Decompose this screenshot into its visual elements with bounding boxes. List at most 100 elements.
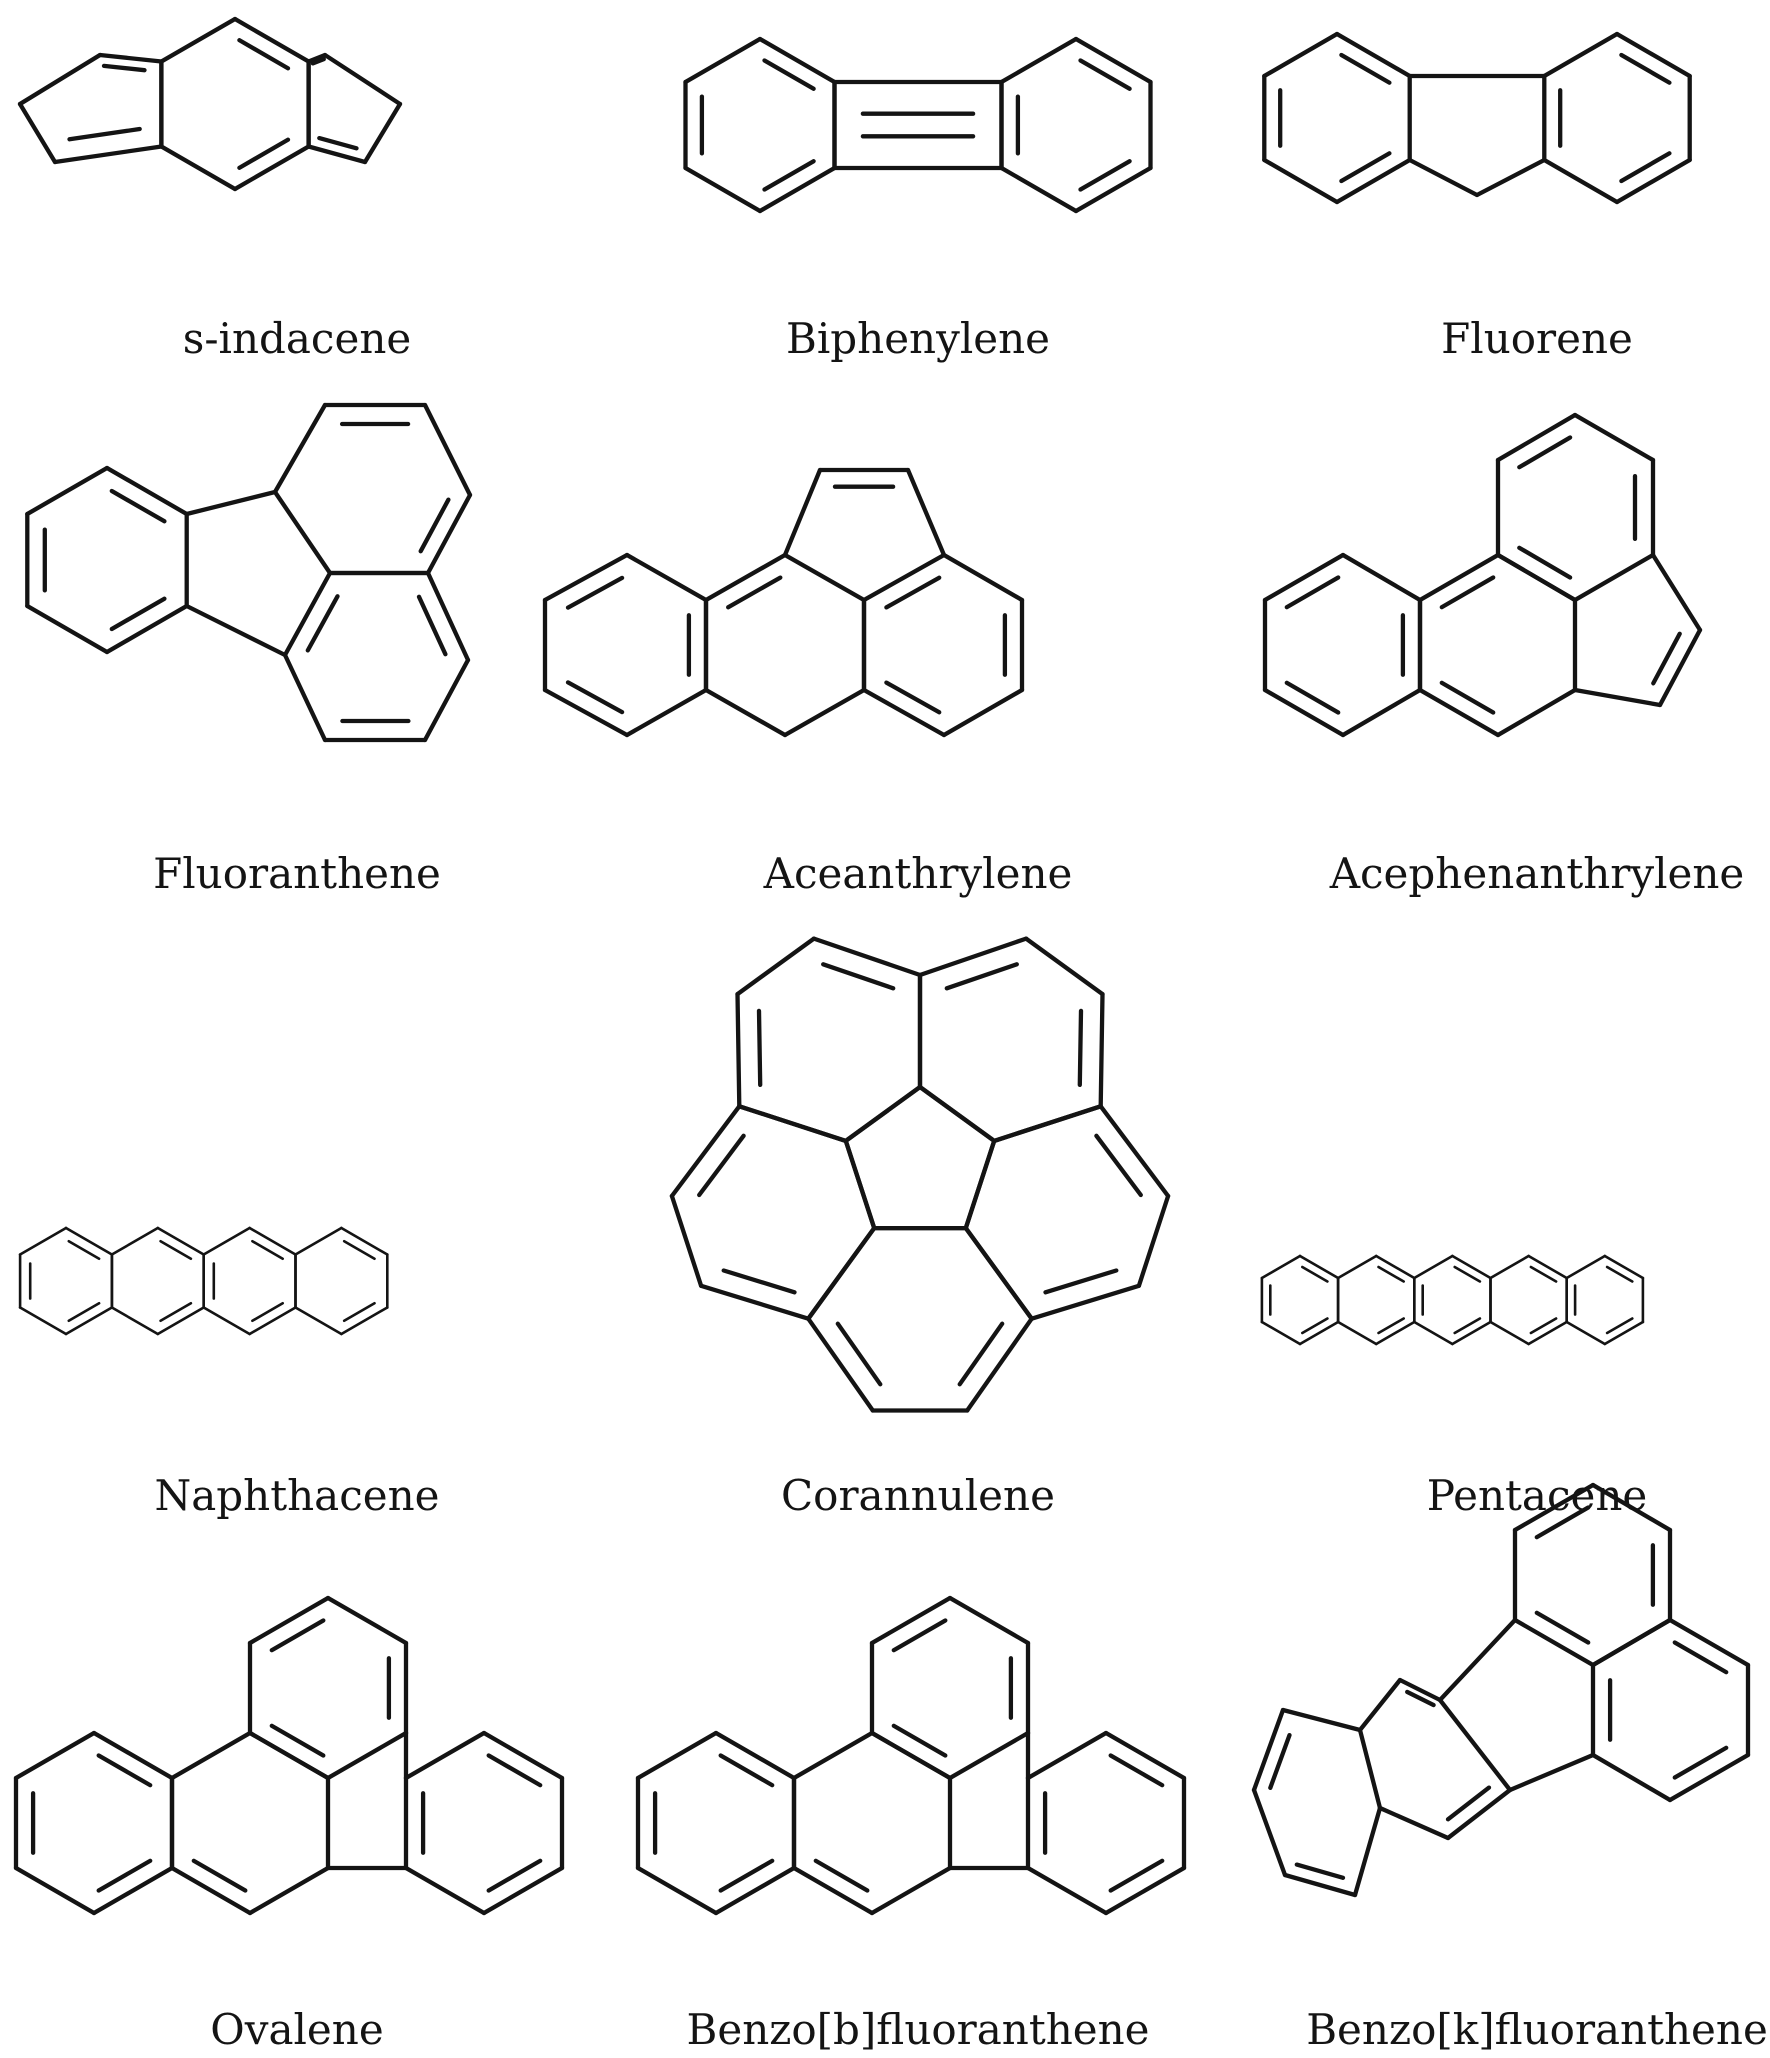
bond [156, 1306, 205, 1336]
bond [1489, 1254, 1530, 1280]
bond [941, 687, 1025, 738]
bond [1407, 157, 1480, 198]
bond [325, 1730, 409, 1781]
bond [1340, 552, 1423, 603]
bond [1043, 1268, 1119, 1295]
bond [1334, 31, 1412, 79]
bond [762, 159, 816, 192]
bond [735, 936, 817, 997]
label-benzo-b-fluoranthene: Benzo[b]fluoranthene [686, 2005, 1149, 2054]
bond [756, 1008, 763, 1088]
bond [1078, 58, 1132, 91]
bond [1377, 1265, 1405, 1283]
label-benzo-k-fluoranthene: Benzo[k]fluoranthene [1306, 2005, 1768, 2054]
bond [232, 144, 311, 192]
bond [635, 1730, 719, 1781]
bond [486, 1753, 543, 1788]
bond [718, 1858, 775, 1893]
label-corannulene: Corannulene [781, 1471, 1055, 1520]
bond [1340, 687, 1423, 738]
bond [1078, 159, 1132, 192]
bond [272, 402, 328, 495]
bond [999, 36, 1079, 85]
bond [342, 1302, 376, 1323]
bond [104, 465, 189, 517]
bond [1334, 157, 1412, 205]
bond [317, 135, 359, 151]
bond [422, 657, 471, 743]
bond [1534, 1610, 1591, 1645]
bond [1572, 412, 1656, 463]
bond [1650, 552, 1703, 633]
bond [624, 552, 709, 603]
bond [891, 1723, 948, 1758]
bond [13, 1865, 97, 1916]
bond [905, 467, 947, 558]
bond [1529, 1265, 1558, 1283]
bond [1542, 31, 1620, 79]
bond [1667, 1617, 1751, 1668]
bond [486, 1858, 543, 1893]
bond [947, 1595, 1031, 1646]
bond [169, 1865, 253, 1916]
bond [17, 101, 58, 165]
bond [184, 489, 278, 517]
bond [1262, 552, 1346, 603]
bond [697, 1133, 746, 1198]
bond [1103, 1730, 1187, 1781]
bond [67, 1302, 101, 1323]
bond [1339, 52, 1392, 85]
bond [635, 1865, 719, 1916]
bond [110, 1226, 160, 1256]
bond [1565, 1320, 1607, 1346]
bond [1619, 52, 1672, 85]
bond [703, 552, 788, 603]
bond [340, 1226, 389, 1256]
bond [1377, 1805, 1451, 1841]
bond [835, 1321, 883, 1387]
bond [202, 1226, 251, 1256]
bond [17, 52, 103, 107]
bond [757, 36, 837, 85]
bond [25, 603, 110, 655]
bond [861, 687, 947, 738]
bond [96, 1858, 153, 1893]
bond [806, 1225, 877, 1321]
bond [1657, 627, 1703, 708]
bond [1451, 1254, 1492, 1280]
bond [891, 1618, 948, 1653]
structure-naphthacene [18, 1226, 389, 1336]
bond [418, 497, 451, 554]
bond [1023, 936, 1105, 997]
bond [1413, 1254, 1454, 1280]
bond [944, 962, 1019, 991]
bond [1301, 1317, 1329, 1335]
bond [340, 1306, 389, 1336]
bond [422, 402, 473, 498]
bond [1451, 1320, 1492, 1346]
bond [1512, 1482, 1596, 1533]
bond [269, 1723, 326, 1758]
bond [1572, 687, 1663, 708]
bond [963, 1138, 997, 1231]
bond [67, 1239, 101, 1260]
bond [1495, 687, 1578, 738]
bond [1073, 165, 1153, 214]
bond [1284, 575, 1341, 610]
bond [91, 1865, 175, 1916]
bond [1397, 1677, 1443, 1703]
bond [884, 680, 942, 715]
bond [1603, 1320, 1645, 1346]
bond [237, 38, 291, 71]
label-acephenanthrylene: Acephenanthrylene [1329, 849, 1745, 898]
bond [1025, 1730, 1109, 1781]
bond [237, 137, 291, 170]
bond [869, 1865, 953, 1916]
bond [624, 687, 709, 738]
structure-acephenanthrylene [1262, 412, 1703, 738]
bond [1590, 1752, 1673, 1803]
bond [1527, 1254, 1568, 1280]
bond [565, 575, 625, 610]
bond [282, 652, 328, 743]
bond [1437, 1617, 1518, 1703]
